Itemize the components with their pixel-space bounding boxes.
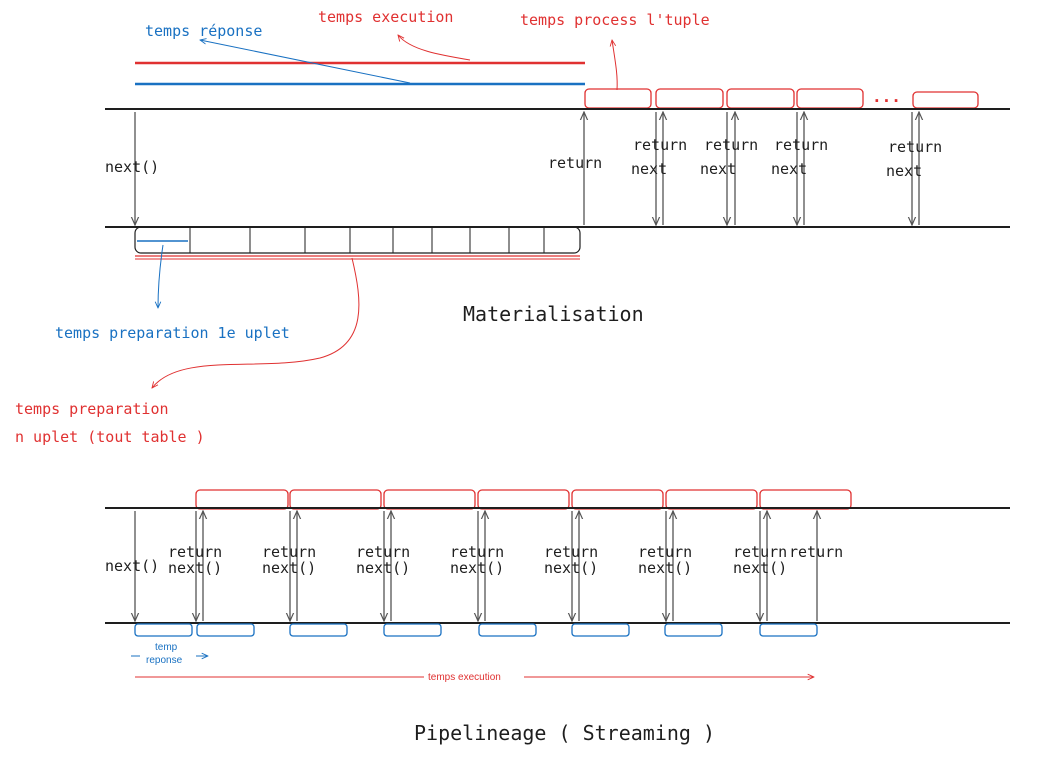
pipelining-title: Pipelineage ( Streaming ) [414, 721, 715, 745]
next-label: next [771, 160, 807, 178]
pipeline-return-label: return [262, 543, 316, 561]
return-label: return [774, 136, 828, 154]
pipeline-call-pair [384, 511, 391, 621]
pipeline-output-box [664, 623, 723, 637]
return-label: return [888, 138, 942, 156]
temps-process-pointer [612, 40, 618, 91]
materialised-table [134, 226, 581, 254]
temps-prep-1-label: temps preparation 1e uplet [55, 324, 290, 342]
pipeline-next-label: next() [544, 559, 598, 577]
pipeline-return-label: return [638, 543, 692, 561]
pipeline-return-label: return [356, 543, 410, 561]
tuple-call-pair [912, 112, 919, 225]
pipeline-call-pair [478, 511, 485, 621]
pipeline-call-pair [290, 511, 297, 621]
temps-execution-label-top: temps execution [318, 8, 453, 26]
prep-n-pointer [152, 257, 360, 388]
materialisation-section: temps réponse temps execution temps proc… [15, 8, 1010, 446]
temps-prep-n-label-2: n uplet (tout table ) [15, 428, 205, 446]
tuple-box [584, 88, 652, 109]
pipeline-return-label: return [544, 543, 598, 561]
tuple-call-pair [727, 112, 735, 225]
pipeline-return-label: return [733, 543, 787, 561]
tuple-box [726, 88, 795, 109]
temps-reponse-pointer [200, 40, 411, 84]
pipeline-return-label: return [168, 543, 222, 561]
pipeline-output-box [134, 623, 193, 637]
pipeline-return-label: return [450, 543, 504, 561]
pipeline-output-box [289, 623, 348, 637]
pipeline-call-pair [196, 511, 203, 621]
temps-prep-n-label-1: temps preparation [15, 400, 169, 418]
pipeline-tuple-box [665, 489, 758, 510]
pipelining-section: next() retu [105, 489, 1010, 745]
pipeline-output-box [759, 623, 818, 637]
pipeline-call-pair [760, 511, 767, 621]
pipeline-next-label: next() [638, 559, 692, 577]
pipeline-next-call-label: next() [105, 557, 159, 575]
ellipsis-label: ... [872, 87, 901, 106]
tuple-box [912, 91, 979, 109]
pipeline-tuple-box [571, 489, 664, 510]
return-first-label: return [548, 154, 602, 172]
return-label: return [633, 136, 687, 154]
pipeline-output-box [478, 623, 537, 637]
temp-reponse-label-2: reponse [146, 655, 183, 666]
temps-reponse-label: temps réponse [145, 22, 262, 40]
pipeline-tuple-box [195, 489, 289, 510]
materialisation-title: Materialisation [463, 302, 644, 326]
pipeline-call-pair [666, 511, 673, 621]
pipeline-temps-execution-label: temps execution [428, 672, 501, 683]
pipeline-next-label: next() [262, 559, 316, 577]
next-label: next [886, 162, 922, 180]
pipeline-tuple-box [383, 489, 476, 510]
pipeline-next-label: next() [733, 559, 787, 577]
pipeline-final-return-label: return [789, 543, 843, 561]
pipeline-output-box [571, 623, 630, 637]
pipeline-output-box [196, 623, 255, 637]
prep-1-pointer [158, 244, 164, 308]
tuple-box [796, 88, 864, 109]
next-call-label: next() [105, 158, 159, 176]
pipeline-tuple-box [759, 489, 852, 510]
temp-reponse-label-1: temp [155, 642, 178, 653]
temps-execution-pointer [398, 35, 471, 61]
pipeline-output-box [383, 623, 442, 637]
next-label: next [631, 160, 667, 178]
pipeline-tuple-box [289, 489, 382, 510]
tuple-call-pair [797, 112, 804, 225]
pipeline-call-pair [572, 511, 579, 621]
pipeline-tuple-box [477, 489, 570, 510]
pipeline-next-label: next() [168, 559, 222, 577]
pipeline-next-label: next() [356, 559, 410, 577]
tuple-call-pair [656, 112, 663, 225]
pipeline-next-label: next() [450, 559, 504, 577]
return-label: return [704, 136, 758, 154]
temps-process-label: temps process l'tuple [520, 11, 710, 29]
next-label: next [700, 160, 736, 178]
tuple-box [655, 88, 724, 109]
